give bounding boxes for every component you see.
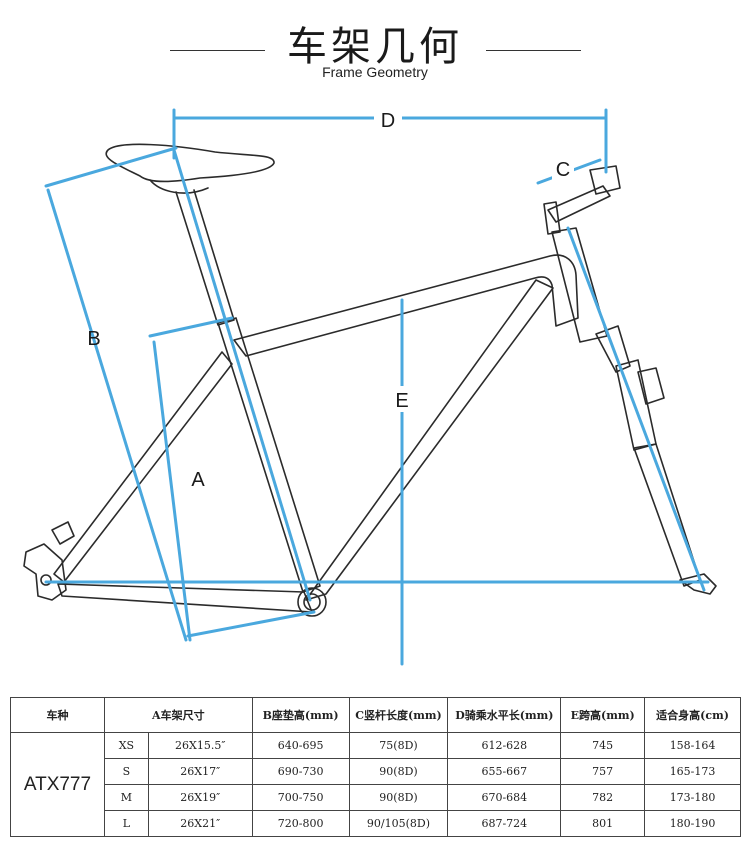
table-row: S 26X17″ 690-730 90(8D) 655-667 757 165-…: [11, 758, 741, 785]
rider-height-cell: 173-180: [644, 784, 741, 811]
top-tube: [233, 254, 579, 357]
reach-cell: 670-684: [447, 784, 562, 811]
dim-head-axis: [566, 226, 706, 592]
bottom-bracket-inner: [303, 593, 321, 611]
table-row: L 26X21″ 720-800 90/105(8D) 687-724 801 …: [11, 810, 741, 837]
title-rule-right: [486, 50, 581, 51]
label-d: D: [381, 110, 395, 132]
fork-crown: [595, 325, 631, 373]
col-header-frame-size: A车架尺寸: [103, 697, 253, 733]
dimension-labels: D C B A E: [87, 106, 574, 491]
page-title: 车架几何: [287, 24, 463, 70]
fork-dropout: [679, 573, 717, 595]
size-cell: M: [103, 784, 149, 811]
rear-axle: [40, 574, 52, 586]
dim-b-tick: [44, 146, 178, 188]
standover-cell: 782: [560, 784, 646, 811]
stem-length-cell: 90(8D): [348, 758, 449, 785]
col-header-reach: D骑乘水平长(mm): [447, 697, 562, 733]
page-subtitle: Frame Geometry: [322, 64, 428, 80]
frame-size-cell: 26X17″: [147, 758, 253, 785]
bike-frame: [23, 143, 717, 617]
label-b: B: [87, 328, 100, 350]
seat-tube: [217, 317, 321, 593]
standover-cell: 801: [560, 810, 646, 837]
col-header-stem-length: C竖杆长度(mm): [348, 697, 449, 733]
reach-cell: 612-628: [447, 732, 562, 759]
dim-a-line: [152, 340, 192, 642]
reach-cell: 687-724: [447, 810, 562, 837]
stem-length-cell: 90/105(8D): [348, 810, 449, 837]
seat-height-cell: 700-750: [251, 784, 350, 811]
down-tube: [305, 279, 554, 601]
table-row: M 26X19″ 700-750 90(8D) 670-684 782 173-…: [11, 784, 741, 811]
stem: [547, 185, 611, 223]
saddle-rail: [149, 179, 209, 194]
size-cell: S: [103, 758, 149, 785]
dim-seat-axis: [172, 148, 312, 602]
seat-height-cell: 690-730: [251, 758, 350, 785]
label-e: E: [395, 390, 408, 412]
seat-height-cell: 720-800: [251, 810, 350, 837]
frame-geometry-diagram: D C B A E: [23, 106, 717, 666]
stem-length-cell: 75(8D): [348, 732, 449, 759]
col-header-standover: E跨高(mm): [560, 697, 646, 733]
rear-dropout: [23, 543, 67, 601]
fork-brake-mount: [637, 367, 665, 405]
title-rule-left: [170, 50, 265, 51]
saddle: [105, 143, 275, 183]
geometry-table: 车种 A车架尺寸 B座垫高(mm) C竖杆长度(mm) D骑乘水平长(mm) E…: [10, 697, 741, 837]
size-cell: XS: [103, 732, 149, 759]
table-header-row: 车种 A车架尺寸 B座垫高(mm) C竖杆长度(mm) D骑乘水平长(mm) E…: [10, 697, 741, 733]
dim-a-tick-bottom: [186, 610, 316, 638]
dimension-lines: [44, 108, 710, 666]
table-row: ATX777 XS 26X15.5″ 640-695 75(8D) 612-62…: [10, 732, 741, 837]
col-header-model: 车种: [10, 697, 105, 733]
col-header-rider-height: 适合身高(cm): [644, 697, 741, 733]
standover-cell: 757: [560, 758, 646, 785]
size-cell: L: [103, 810, 149, 837]
col-header-seat-height: B座垫高(mm): [251, 697, 350, 733]
fork-lower: [633, 443, 701, 587]
label-c: C: [556, 159, 570, 181]
dim-b-line: [46, 188, 188, 642]
rider-height-cell: 158-164: [644, 732, 741, 759]
frame-size-cell: 26X21″: [147, 810, 253, 837]
spacers: [543, 201, 561, 235]
label-a: A: [191, 469, 205, 491]
seat-height-cell: 640-695: [251, 732, 350, 759]
stem-length-cell: 90(8D): [348, 784, 449, 811]
dim-a-tick-top: [148, 316, 234, 338]
rider-height-cell: 165-173: [644, 758, 741, 785]
rider-height-cell: 180-190: [644, 810, 741, 837]
rear-brake-mount: [51, 521, 75, 545]
frame-size-cell: 26X19″: [147, 784, 253, 811]
model-cell: ATX777: [10, 732, 105, 837]
reach-cell: 655-667: [447, 758, 562, 785]
bottom-bracket: [297, 587, 327, 617]
frame-size-cell: 26X15.5″: [147, 732, 253, 759]
standover-cell: 745: [560, 732, 646, 759]
